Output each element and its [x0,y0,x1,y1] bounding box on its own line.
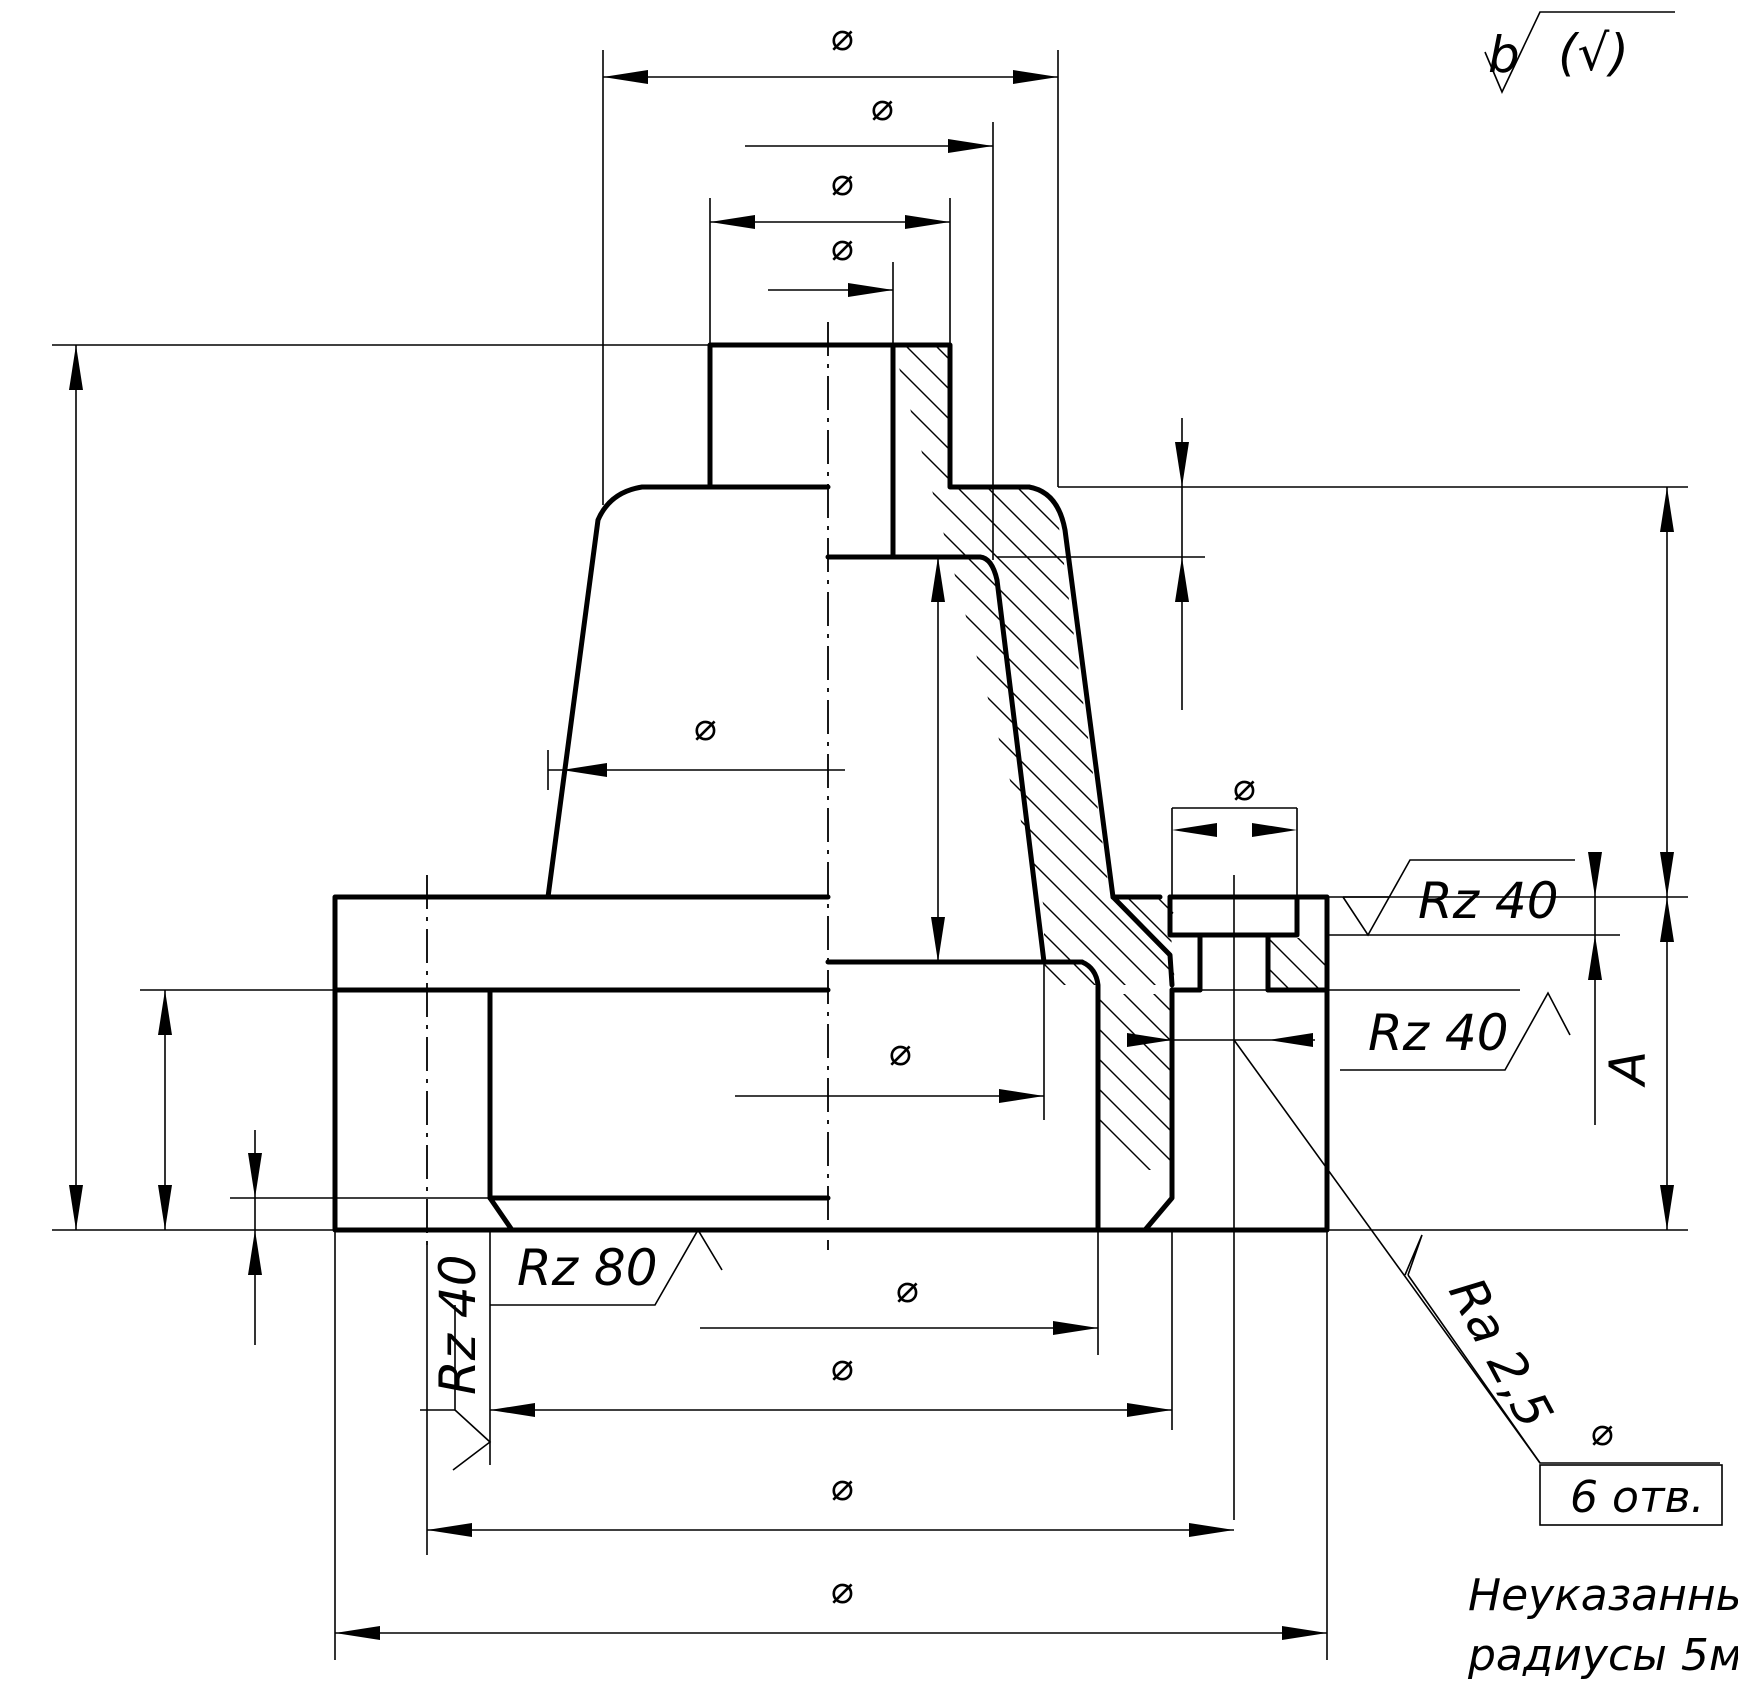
dim-top-4: ⌀ [830,225,853,269]
center-lines [426,322,1235,1520]
diameter-labels: ⌀ ⌀ ⌀ ⌀ ⌀ ⌀ ⌀ ⌀ ⌀ ⌀ ⌀ ⌀ [693,15,1613,1612]
arrowheads [69,70,1674,1640]
roughness-right-mid: Rz 40 [1368,1004,1509,1062]
note-line-1: Неуказанные [1468,1570,1738,1621]
holes-count: 6 отв. [1570,1472,1704,1523]
dim-bottom-2: ⌀ [830,1345,853,1389]
dim-inner-bore: ⌀ [888,1030,911,1074]
datum-label: A [1599,1051,1657,1088]
dim-bottom-1: ⌀ [895,1267,918,1311]
dim-cone-bore: ⌀ [693,705,716,749]
dim-bottom-3: ⌀ [830,1465,853,1509]
note-line-2: радиусы 5мм. [1467,1630,1738,1681]
dim-top-3: ⌀ [830,160,853,204]
annotations: A 6 отв. Неуказанные радиусы 5мм. [1467,1051,1738,1681]
part-outline [332,342,1330,1233]
roughness-holes: Ra 2,5 [1437,1268,1564,1437]
roughness-top-right: Rz 40 [1418,872,1559,930]
roughness-leaders [420,11,1723,1526]
roughness-labels: b (√) Rz 40 Rz 40 Rz 80 Rz 40 Ra 2,5 [429,24,1629,1438]
dim-hole: ⌀ [1232,765,1255,809]
dim-bottom-4: ⌀ [830,1568,853,1612]
dim-holes-ra: ⌀ [1590,1410,1613,1454]
roughness-general-value: (√) [1558,24,1629,82]
dim-top-1: ⌀ [830,15,853,59]
dim-top-2: ⌀ [870,85,893,129]
roughness-general-symbol: b [1488,26,1520,84]
roughness-bottom: Rz 80 [517,1239,658,1297]
roughness-left-bottom: Rz 40 [429,1254,487,1395]
section-hatching [893,345,1327,1170]
dimension-lines [52,50,1688,1660]
